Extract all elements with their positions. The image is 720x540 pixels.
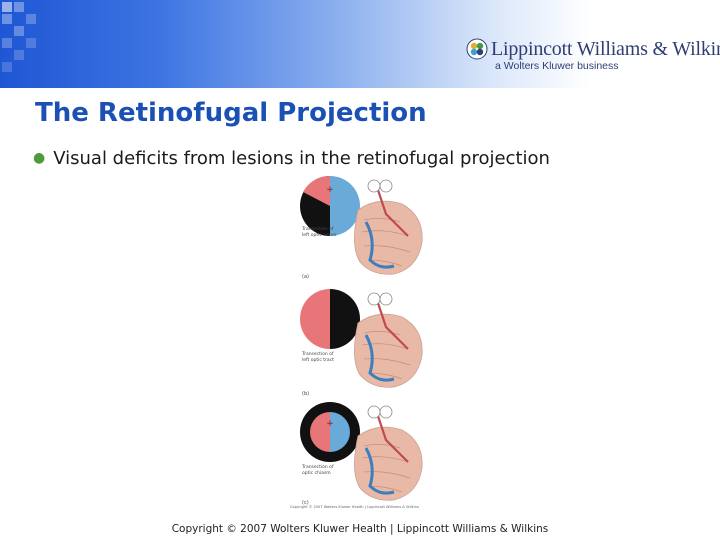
bullet-item: ● Visual deficits from lesions in the ret… [33,148,550,169]
visual-field-c: + [300,402,360,462]
deficit-field-right-b [330,289,360,349]
panel-label-a: (a) [302,274,309,280]
caption-line1-c: Transection of [301,464,334,470]
field-right-a [330,176,360,236]
brain-a [354,179,423,275]
bullet-text: Visual deficits from lesions in the reti… [53,148,550,169]
footer-copyright: Copyright © 2007 Wolters Kluwer Health |… [0,523,720,535]
field-left-b [300,289,330,349]
bullet-icon: ● [33,150,46,166]
decorative-squares-icon [2,2,36,72]
brain-b [354,292,423,388]
publisher-tagline: a Wolters Kluwer business [495,60,619,72]
figure-panel-c: + Transection of optic chiasm (c) [300,402,423,506]
visual-field-a: + [300,175,360,236]
caption-line1-a: Transection of [301,226,334,232]
header-band [0,0,720,88]
field-left-c [310,412,330,452]
brain-c [354,405,423,501]
panel-label-c: (c) [302,500,309,506]
figure-inner-copyright: Copyright © 2007 Wolters Kluwer Health |… [290,505,419,509]
slide-title: The Retinofugal Projection [35,98,427,128]
svg-text:+: + [326,185,334,195]
svg-text:+: + [326,419,334,429]
caption-line2-b: left optic tract [302,357,334,363]
caption-line2-a: left optic nerve [302,232,336,238]
caption-line1-b: Transection of [301,351,334,357]
figure-panel-a: + Transection of left optic nerve (a) [300,175,423,280]
caption-line2-c: optic chiasm [302,470,331,476]
visual-field-b [300,289,360,349]
footer-copyright-text: Copyright © 2007 Wolters Kluwer Health |… [171,523,549,535]
field-right-c [330,412,350,452]
publisher-emblem-icon [466,38,488,60]
field-left-a [303,175,330,206]
publisher-logo: Lippincott Williams & Wilkins a Wolters … [466,38,720,74]
publisher-name: Lippincott Williams & Wilkins [491,38,720,60]
figure-panel-b: Transection of left optic tract (b) [300,289,423,397]
panel-label-b: (b) [302,391,309,397]
visual-deficits-figure: + Transection of left optic nerve (a) [290,175,423,509]
